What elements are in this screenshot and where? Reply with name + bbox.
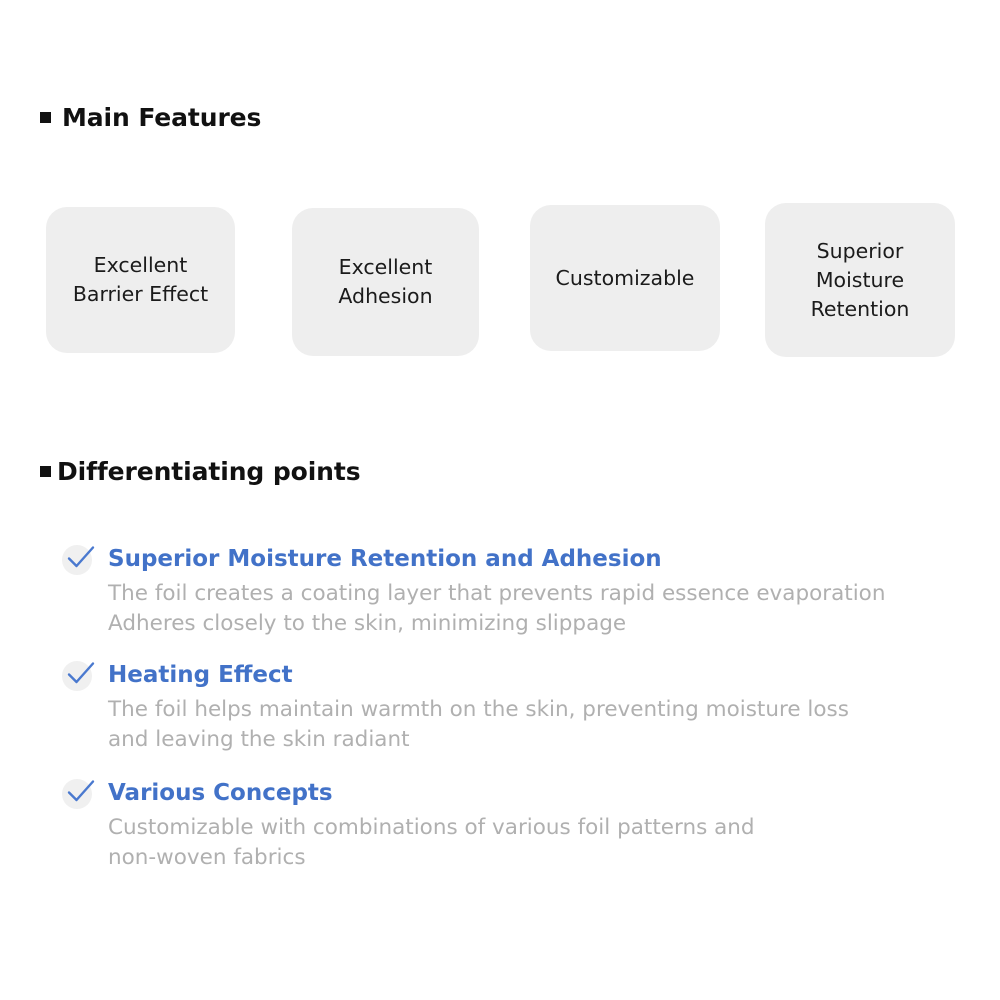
feature-box-label: Superior Moisture Retention — [810, 238, 910, 321]
list-item-title: Various Concepts — [108, 780, 333, 806]
list-item: Heating Effect The foil helps maintain w… — [62, 660, 849, 755]
list-item-header: Superior Moisture Retention and Adhesion — [62, 544, 885, 578]
feature-box-excellent-barrier-effect[interactable]: Excellent Barrier Effect — [46, 207, 235, 353]
list-item: Various Concepts Customizable with combi… — [62, 778, 755, 873]
check-icon — [62, 661, 95, 691]
feature-box-excellent-adhesion[interactable]: Excellent Adhesion — [292, 208, 479, 356]
check-icon-background — [62, 661, 92, 691]
section-heading-differentiating-points: Differentiating points — [40, 457, 361, 486]
feature-box-label: Excellent Adhesion — [338, 255, 433, 308]
filled-square-bullet-icon — [40, 466, 51, 477]
list-item-description: Customizable with combinations of variou… — [108, 815, 755, 870]
list-item-header: Heating Effect — [62, 660, 849, 694]
section-heading-label: Differentiating points — [57, 457, 361, 486]
check-icon — [62, 779, 95, 809]
feature-box-label: Excellent Barrier Effect — [72, 253, 209, 306]
feature-box-superior-moisture-retention[interactable]: Superior Moisture Retention — [765, 203, 955, 357]
section-heading-label: Main Features — [62, 103, 262, 132]
list-item-title: Superior Moisture Retention and Adhesion — [108, 546, 662, 572]
section-heading-main-features: Main Features — [40, 103, 261, 132]
check-icon-background — [62, 545, 92, 575]
list-item-header: Various Concepts — [62, 778, 755, 812]
filled-square-bullet-icon — [40, 112, 51, 123]
feature-box-customizable[interactable]: Customizable — [530, 205, 720, 351]
check-icon-background — [62, 779, 92, 809]
list-item: Superior Moisture Retention and Adhesion… — [62, 544, 885, 639]
list-item-description: The foil helps maintain warmth on the sk… — [108, 697, 849, 752]
list-item-description: The foil creates a coating layer that pr… — [108, 581, 886, 636]
list-item-title: Heating Effect — [108, 662, 293, 688]
check-icon — [62, 545, 95, 575]
feature-box-label: Customizable — [555, 265, 695, 290]
